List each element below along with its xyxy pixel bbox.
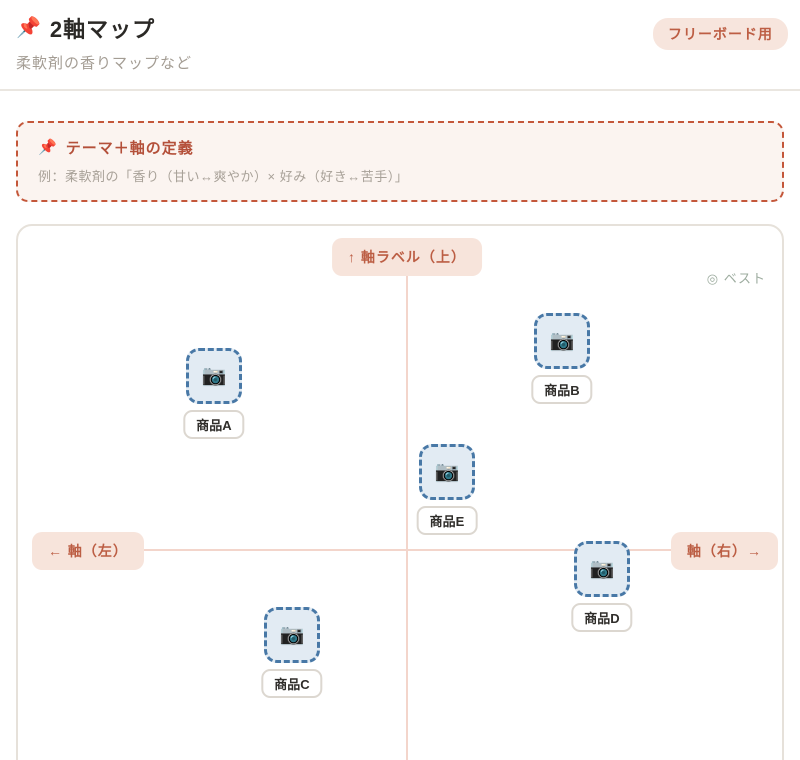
item-label: 商品D	[571, 603, 633, 632]
item-label: 商品E	[416, 506, 478, 535]
camera-icon: 📷	[434, 461, 460, 483]
page-title: 2軸マップ	[49, 17, 156, 42]
camera-icon: 📷	[549, 330, 575, 352]
map-item-商品A[interactable]: 📷 商品A	[183, 348, 245, 439]
map-item-商品C[interactable]: 📷 商品C	[261, 607, 323, 698]
two-axis-map[interactable]: ↑ 軸ラベル（上） ← 軸（左） 軸（右）→ ◎ ベスト 📷 商品A 📷 商品B 📷 商品…	[16, 224, 784, 760]
title-row: 📌 2軸マップ	[16, 12, 784, 44]
theme-definition-box[interactable]: 📌 テーマ＋軸の定義 例：柔軟剤の「香り（甘い↔爽やか）× 好み（好き↔苦手）」	[16, 121, 784, 202]
pushpin-icon: 📌	[16, 17, 41, 39]
item-image-box[interactable]: 📷	[186, 348, 242, 404]
freeboard-badge: フリーボード用	[653, 18, 788, 50]
item-label: 商品A	[183, 410, 245, 439]
item-image-box[interactable]: 📷	[419, 444, 475, 500]
item-label: 商品C	[261, 669, 323, 698]
item-label: 商品B	[531, 375, 593, 404]
item-image-box[interactable]: 📷	[534, 313, 590, 369]
best-indicator: ◎ ベスト	[706, 271, 766, 286]
camera-icon: 📷	[201, 365, 227, 387]
map-item-商品B[interactable]: 📷 商品B	[531, 313, 593, 404]
page-header: 📌 2軸マップ 柔軟剤の香りマップなど フリーボード用	[0, 0, 800, 91]
map-item-商品D[interactable]: 📷 商品D	[571, 541, 633, 632]
item-image-box[interactable]: 📷	[264, 607, 320, 663]
definition-example: 例：柔軟剤の「香り（甘い↔爽やか）× 好み（好き↔苦手）」	[38, 169, 409, 184]
item-image-box[interactable]: 📷	[574, 541, 630, 597]
map-item-商品E[interactable]: 📷 商品E	[416, 444, 478, 535]
definition-title: テーマ＋軸の定義	[65, 140, 194, 157]
axis-label-left[interactable]: ← 軸（左）	[32, 532, 144, 570]
camera-icon: 📷	[589, 558, 615, 580]
axis-label-right[interactable]: 軸（右）→	[671, 532, 778, 570]
axis-label-top[interactable]: ↑ 軸ラベル（上）	[332, 238, 482, 276]
vertical-axis-line	[406, 272, 408, 760]
pushpin-icon: 📌	[38, 139, 58, 156]
page-subtitle: 柔軟剤の香りマップなど	[16, 55, 193, 72]
horizontal-axis-line	[124, 549, 686, 551]
camera-icon: 📷	[279, 624, 305, 646]
definition-title-row: 📌 テーマ＋軸の定義	[38, 137, 762, 158]
